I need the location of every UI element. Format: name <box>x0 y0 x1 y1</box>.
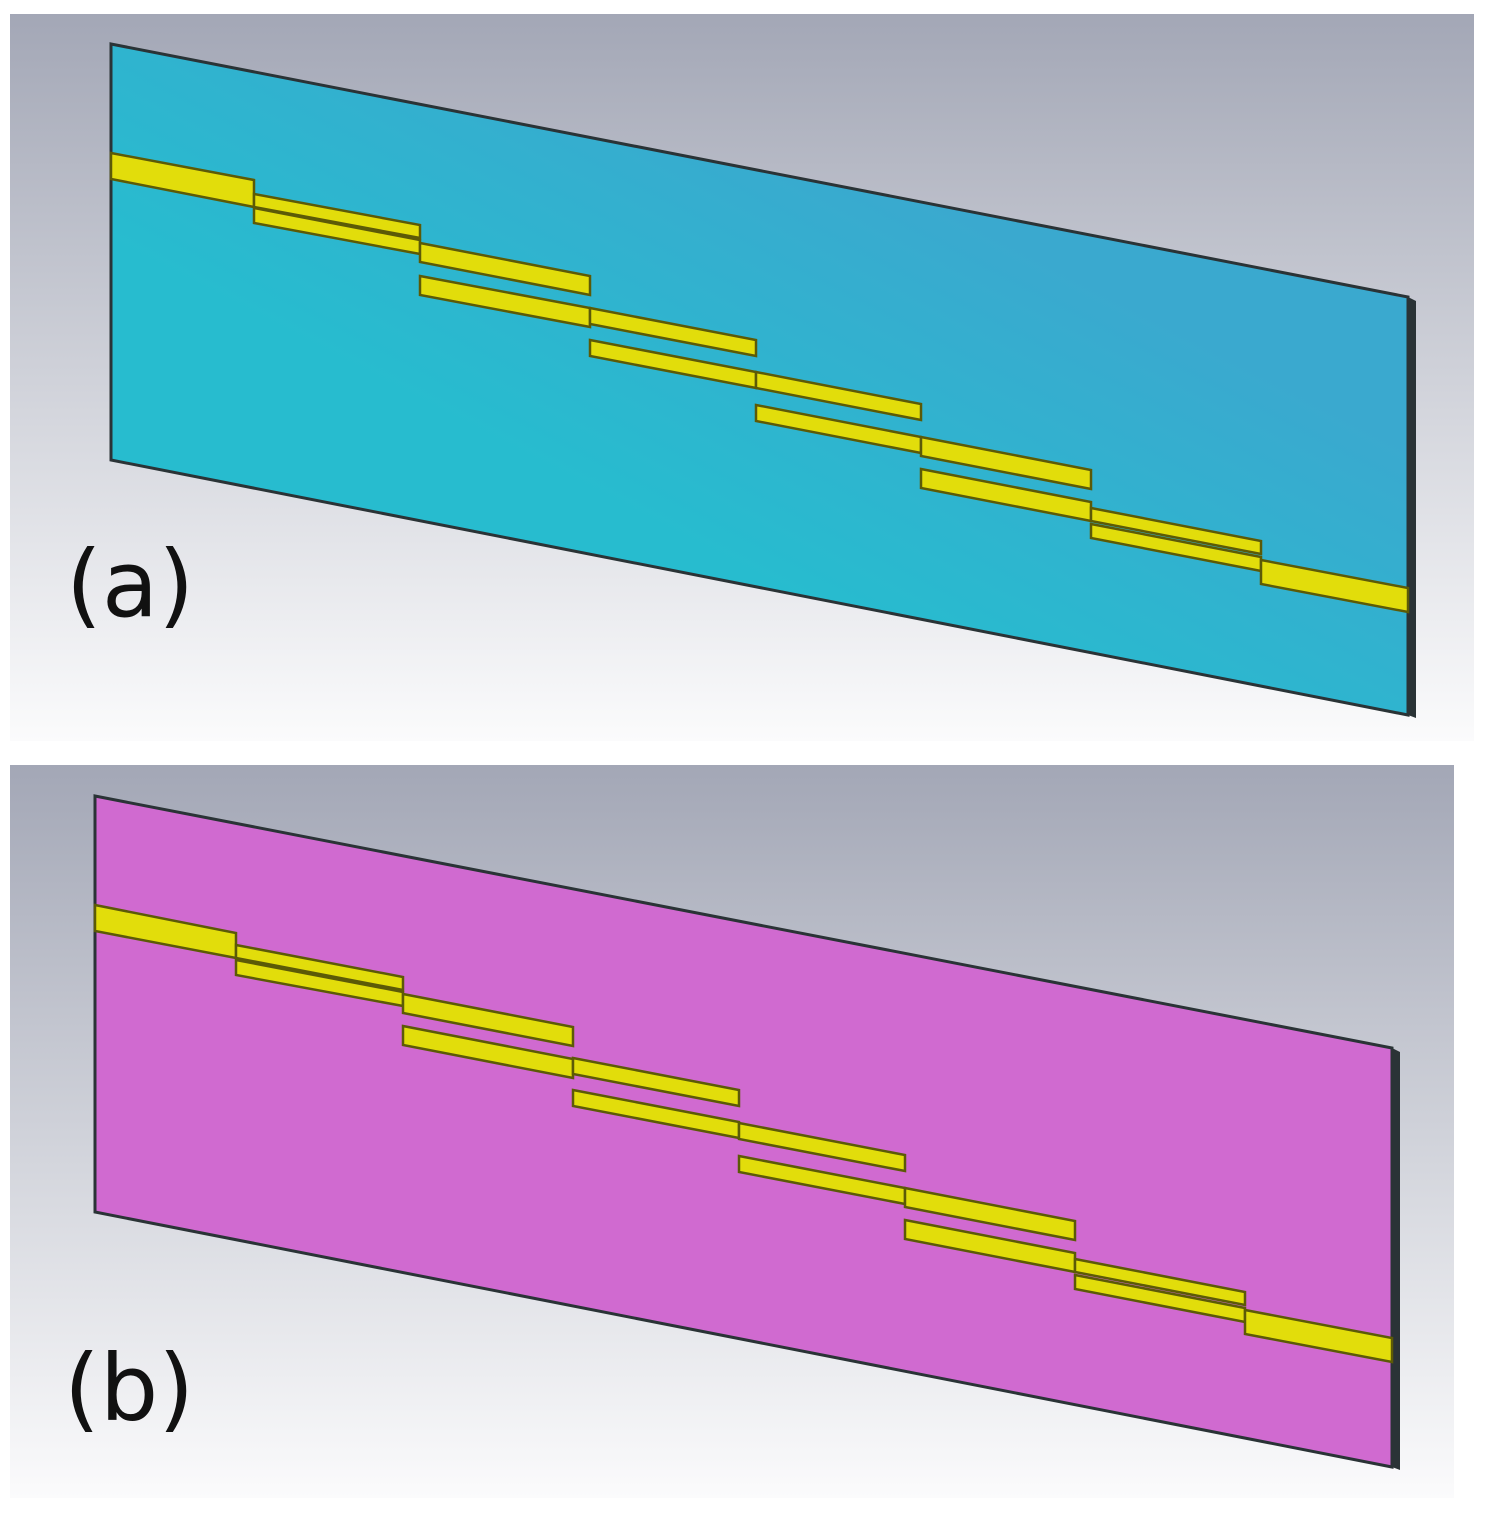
microstrip-coupled-filter <box>93 903 1394 1364</box>
substrate-edge <box>1392 1048 1400 1470</box>
resonator-6-upper <box>1089 506 1263 556</box>
resonator-1-upper <box>234 943 405 992</box>
substrate-edge <box>1408 297 1416 718</box>
resonator-2-lower <box>401 1024 575 1080</box>
resonator-2-upper <box>418 241 592 297</box>
resonator-3-upper <box>571 1056 741 1108</box>
resonator-2-lower <box>418 274 592 329</box>
resonator-4-upper <box>754 370 923 422</box>
panel-b: (b) <box>10 765 1454 1498</box>
microstrip-coupled-filter <box>109 151 1410 614</box>
resonator-1-upper <box>252 192 422 240</box>
panel-a-model <box>10 14 1474 741</box>
panel-a: (a) <box>10 14 1474 741</box>
resonator-5-upper <box>919 435 1093 491</box>
resonator-6-upper <box>1073 1257 1247 1307</box>
output-feed-line <box>1259 558 1410 614</box>
panel-label-a: (a) <box>66 531 195 638</box>
resonator-3-upper <box>588 306 758 358</box>
panel-b-model <box>10 765 1454 1498</box>
resonator-5-upper <box>903 1186 1077 1242</box>
panel-label-b: (b) <box>64 1335 195 1442</box>
resonator-4-upper <box>737 1121 907 1173</box>
output-feed-line <box>1243 1308 1394 1364</box>
resonator-2-upper <box>401 992 575 1048</box>
